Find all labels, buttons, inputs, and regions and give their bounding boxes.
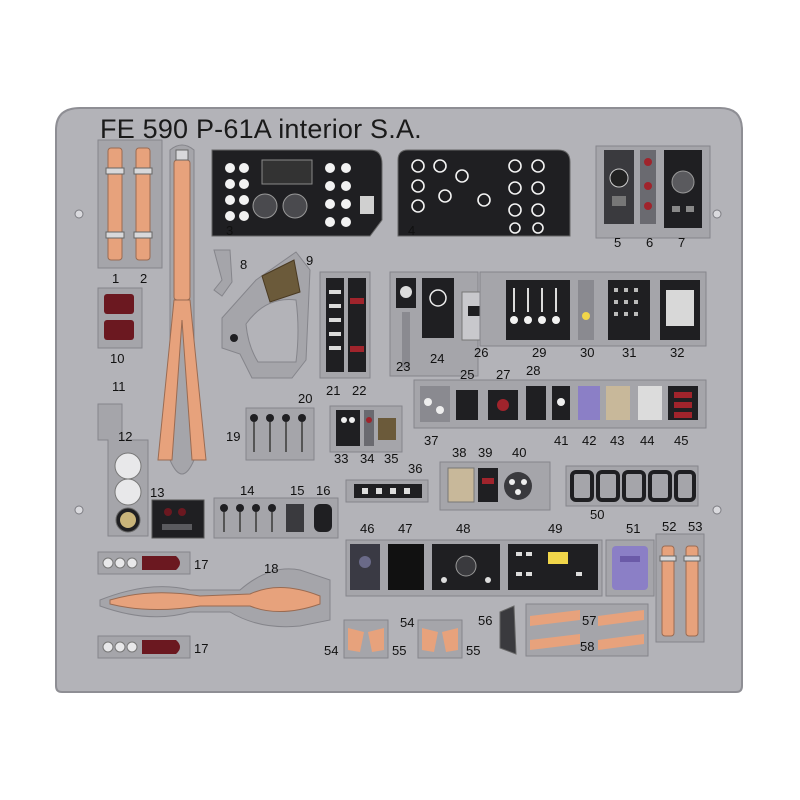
part-number-20: 20 [298, 391, 313, 406]
mount-hole-left [74, 209, 84, 219]
part-18-harness [99, 568, 331, 628]
part-number-18: 18 [264, 561, 279, 576]
part-number-32: 32 [670, 345, 685, 360]
part-number-24: 24 [430, 351, 445, 366]
part-8-hook [213, 249, 233, 297]
part-number-35: 35 [384, 451, 399, 466]
part-14-16-levers [213, 497, 339, 539]
part-number-36: 36 [408, 461, 423, 476]
part-number-30: 30 [580, 345, 595, 360]
part-number-52: 52 [662, 519, 677, 534]
part-number-11: 11 [112, 379, 126, 394]
part-23-24-26-panels [389, 271, 496, 377]
part-number-37: 37 [424, 433, 439, 448]
part-33-35-boxes [329, 405, 403, 453]
part-number-53: 53 [688, 519, 703, 534]
part-36-strip [345, 479, 429, 503]
part-17-strip-bottom [97, 635, 191, 659]
part-number-21: 21 [326, 383, 341, 398]
part-1-2-belts [97, 139, 163, 269]
part-number-27: 27 [496, 367, 511, 382]
part-54-55-belts-left [343, 619, 389, 659]
part-number-15: 15 [290, 483, 305, 498]
mount-hole-right [712, 209, 722, 219]
part-number-49: 49 [548, 521, 563, 536]
part-number-10: 10 [110, 351, 125, 366]
part-number-34: 34 [360, 451, 375, 466]
part-number-41: 41 [554, 433, 569, 448]
part-number-6: 6 [646, 235, 654, 250]
part-12-bracket [97, 403, 149, 537]
part-52-53-belts [655, 533, 705, 643]
part-number-2: 2 [140, 271, 148, 286]
part-9-frame [221, 251, 311, 379]
part-51-panel [605, 539, 655, 597]
part-11-harness [157, 144, 207, 475]
part-29-32-panels [479, 271, 707, 347]
part-number-26: 26 [474, 345, 489, 360]
part-number-33: 33 [334, 451, 349, 466]
part-number-16: 16 [316, 483, 331, 498]
part-number-47: 47 [398, 521, 413, 536]
fret-title: FE 590 P-61A interior S.A. [100, 114, 422, 144]
part-number-17-bottom: 17 [194, 641, 209, 656]
part-38-40-boxes [439, 461, 551, 511]
part-number-1: 1 [112, 271, 120, 286]
part-21-22-panels [319, 271, 371, 379]
part-number-17-top: 17 [194, 557, 209, 572]
part-number-7: 7 [678, 235, 686, 250]
part-number-50: 50 [590, 507, 605, 522]
part-number-8: 8 [240, 257, 248, 272]
part-number-25: 25 [460, 367, 475, 382]
part-number-3: 3 [226, 223, 234, 238]
part-number-55-right: 55 [466, 643, 481, 658]
part-4-panel [397, 149, 571, 237]
part-13-box [151, 499, 205, 539]
part-number-51: 51 [626, 521, 641, 536]
part-number-46: 46 [360, 521, 375, 536]
part-number-44: 44 [640, 433, 655, 448]
part-number-38: 38 [452, 445, 467, 460]
part-19-20-levers [245, 407, 315, 461]
part-number-54-right: 54 [400, 615, 415, 630]
part-number-39: 39 [478, 445, 493, 460]
part-54-55-belts-right [417, 619, 463, 659]
part-number-57: 57 [582, 613, 597, 628]
part-number-12: 12 [118, 429, 133, 444]
part-number-19: 19 [226, 429, 241, 444]
part-number-48: 48 [456, 521, 471, 536]
part-37-45-panels [413, 379, 707, 429]
part-5-6-7-boxes [595, 145, 711, 239]
part-3-panel [211, 149, 383, 237]
part-number-23: 23 [396, 359, 411, 374]
mount-hole-right-low [712, 505, 722, 515]
part-number-43: 43 [610, 433, 625, 448]
part-17-strip-top [97, 551, 191, 575]
part-50-frames [565, 465, 699, 507]
part-number-31: 31 [622, 345, 637, 360]
part-number-28: 28 [526, 363, 541, 378]
part-number-45: 45 [674, 433, 689, 448]
part-number-22: 22 [352, 383, 367, 398]
part-number-55-left: 55 [392, 643, 407, 658]
part-number-42: 42 [582, 433, 597, 448]
part-number-54-left: 54 [324, 643, 339, 658]
mount-hole-left-low [74, 505, 84, 515]
part-57-58-belts [525, 603, 649, 657]
part-number-58: 58 [580, 639, 595, 654]
part-number-4: 4 [408, 223, 416, 238]
part-number-5: 5 [614, 235, 622, 250]
part-number-56: 56 [478, 613, 493, 628]
part-10-pads [97, 287, 143, 349]
part-number-29: 29 [532, 345, 547, 360]
part-number-14: 14 [240, 483, 255, 498]
part-number-13: 13 [150, 485, 165, 500]
part-number-40: 40 [512, 445, 527, 460]
part-number-9: 9 [306, 253, 314, 268]
part-46-49-panels [345, 539, 603, 597]
part-56-bracket [499, 605, 517, 655]
